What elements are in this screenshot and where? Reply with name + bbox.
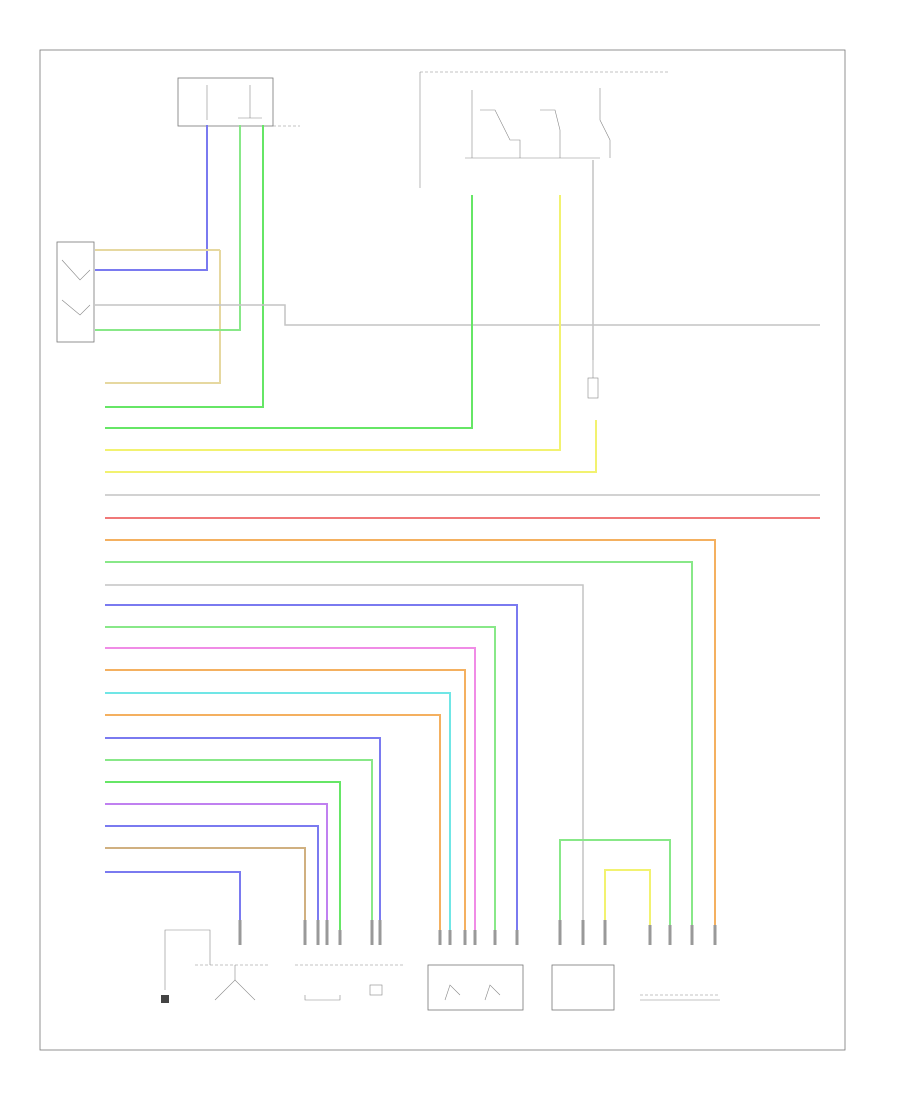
sensor-icon (195, 964, 270, 1001)
wire-harness (95, 125, 820, 935)
switch-icon (480, 88, 611, 158)
diagram-frame (39, 49, 846, 1051)
fuse-icon (587, 360, 599, 399)
ground-icon (161, 929, 211, 1003)
solenoid-icon (295, 964, 405, 1001)
output-sensor-box (551, 964, 615, 1011)
connector-stubs (238, 920, 717, 945)
speed-sensor-box (427, 964, 524, 1011)
range-switch-box (56, 241, 95, 343)
fuse-box-left (177, 77, 274, 127)
